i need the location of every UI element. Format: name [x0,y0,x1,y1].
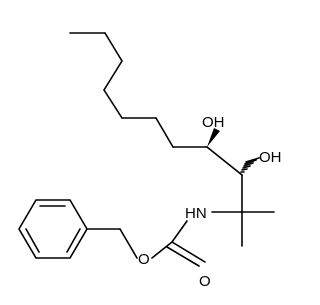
carbamate-group [86,220,206,267]
carbonyl-oxygen-label: O [199,273,211,290]
structure-diagram: OH OH HN O O [18,32,282,290]
benzene-ring [18,199,88,259]
wedge-bond [207,128,220,147]
ester-oxygen-label: O [138,251,150,268]
oh-label-lower: OH [259,149,282,166]
stereocenter-lower [240,157,260,213]
molecule-drawing: OH OH HN O O [18,32,282,290]
oh-label-upper: OH [202,114,225,131]
nh-label: HN [185,205,207,222]
gem-dimethyl-carbon [211,211,275,247]
stereocenter-upper [206,128,243,176]
hash-bond [240,157,260,173]
heptyl-chain [69,32,208,148]
